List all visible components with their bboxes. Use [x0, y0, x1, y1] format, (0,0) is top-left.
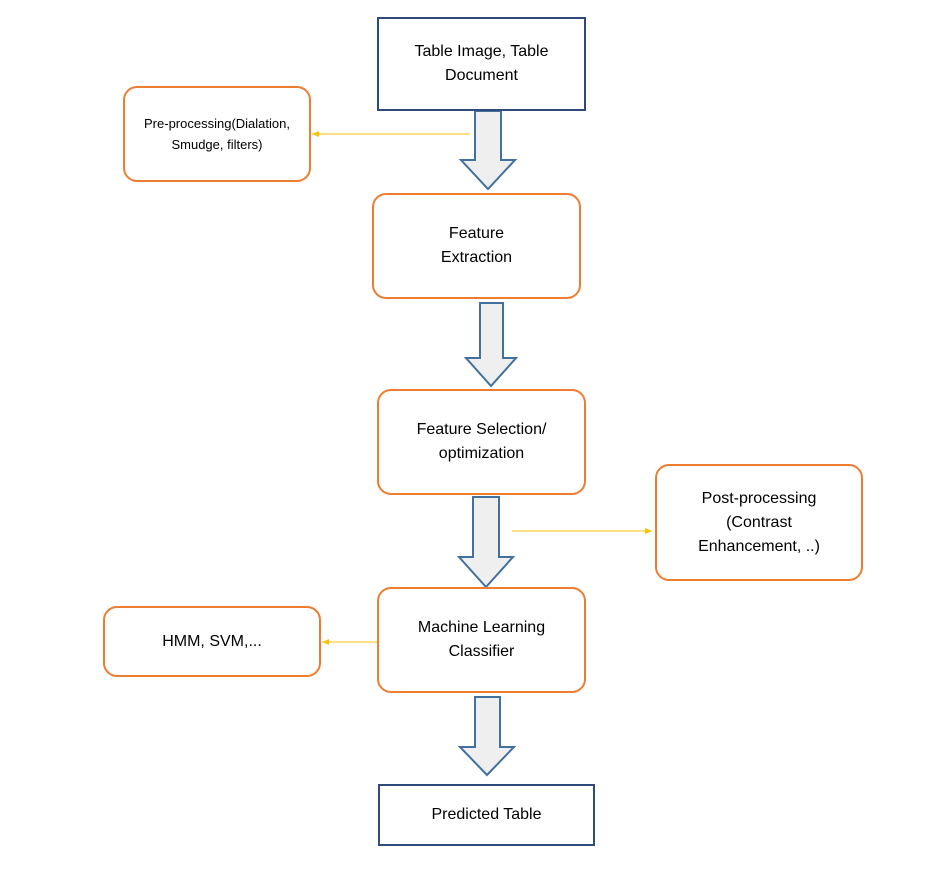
down-arrow-3 [456, 496, 516, 589]
output-node-label: Predicted Table [431, 806, 542, 823]
input-node-label: Table Image, Table Document [414, 43, 549, 84]
feature-extraction-node-label: Feature Extraction [440, 225, 513, 266]
ml-classifier-node-label: Machine Learning Classifier [417, 619, 546, 660]
feature-extraction-node: Feature Extraction [372, 193, 581, 299]
feature-selection-node: Feature Selection/ optimization [377, 389, 586, 495]
down-arrow-2 [463, 302, 519, 388]
preprocessing-node: Pre-processing(Dialation, Smudge, filter… [123, 86, 311, 182]
preprocessing-node-label: Pre-processing(Dialation, Smudge, filter… [144, 116, 290, 152]
down-arrow-1 [458, 110, 518, 191]
down-arrow-4 [457, 696, 517, 777]
postprocessing-node-label: Post-processing (Contrast Enhancement, .… [698, 489, 820, 555]
ml-classifier-node: Machine Learning Classifier [377, 587, 586, 693]
classifier-examples-node-label: HMM, SVM,... [162, 632, 262, 650]
classifier-examples-node: HMM, SVM,... [103, 606, 321, 677]
output-node: Predicted Table [378, 784, 595, 846]
input-node: Table Image, Table Document [377, 17, 586, 111]
feature-selection-node-label: Feature Selection/ optimization [416, 421, 547, 462]
postprocessing-node: Post-processing (Contrast Enhancement, .… [655, 464, 863, 581]
